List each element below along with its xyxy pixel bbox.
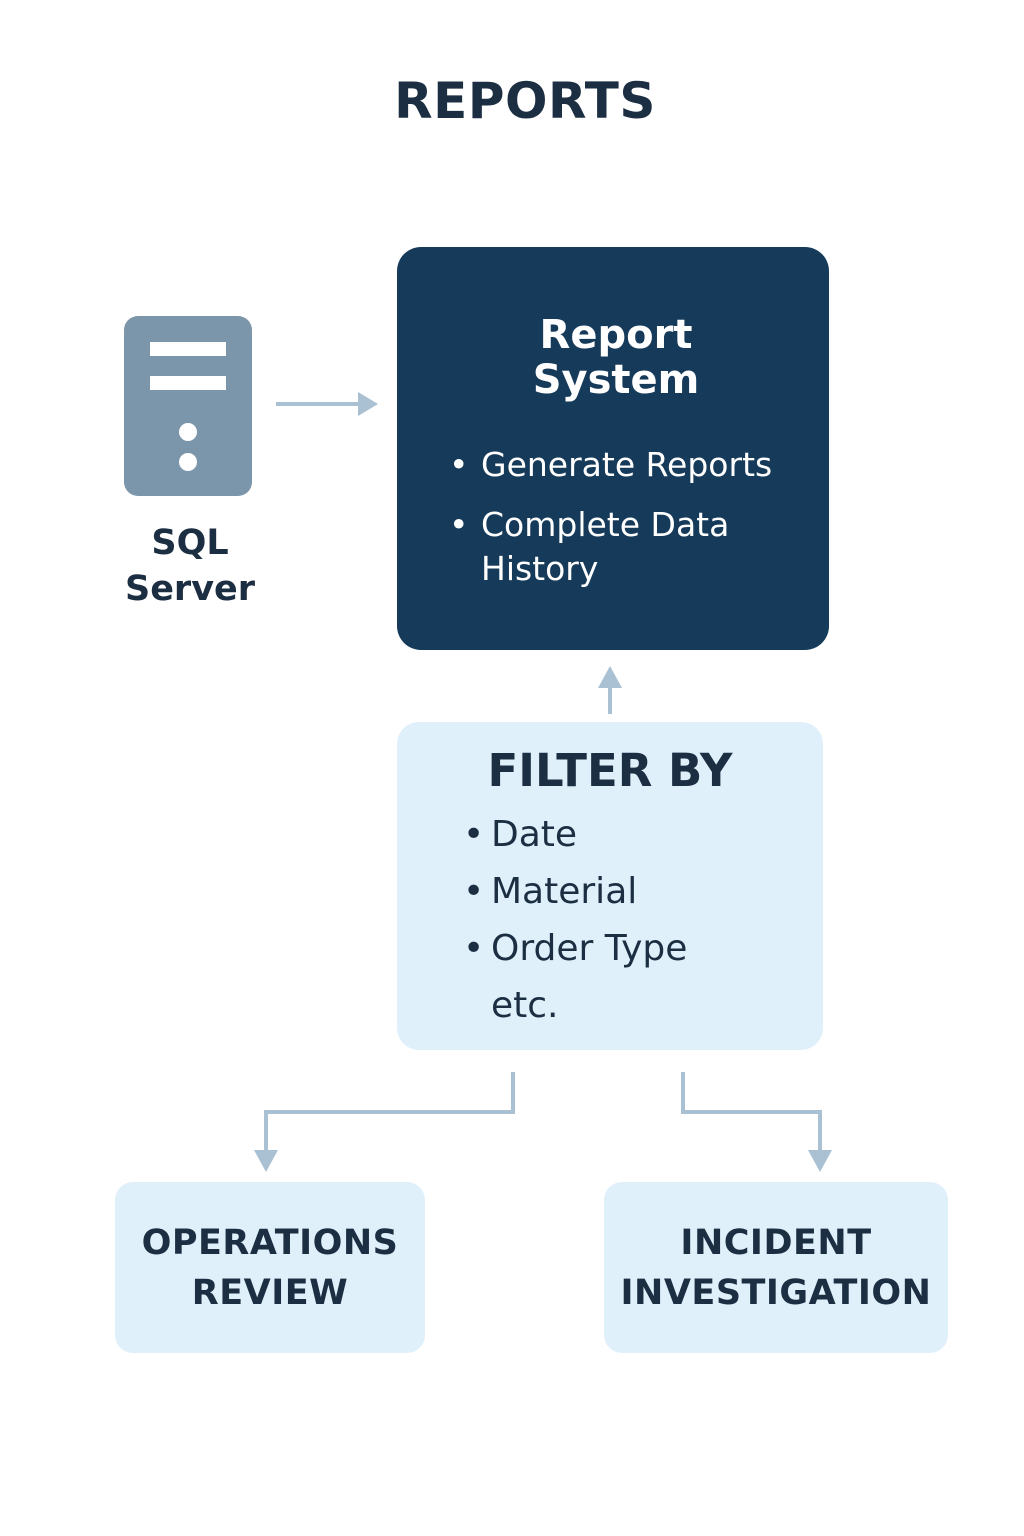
filter-item-date: Date xyxy=(463,806,793,863)
sql-server-label-line: Server xyxy=(124,569,256,609)
report-system-title-line: System xyxy=(532,357,700,403)
sql-server-label-line: SQL xyxy=(151,523,229,563)
report-bullet-complete-data-history: Complete Data History xyxy=(449,503,809,591)
incident-investigation-line: INVESTIGATION xyxy=(620,1272,932,1313)
report-system-title: Report System xyxy=(397,313,835,403)
filter-by-title: FILTER BY xyxy=(487,744,733,797)
report-bullet-line: Complete Data xyxy=(481,505,730,544)
filter-item-order-type: Order Type xyxy=(463,920,793,977)
operations-review-box: OPERATIONS REVIEW xyxy=(115,1182,425,1353)
operations-review-label: OPERATIONS REVIEW xyxy=(142,1218,399,1318)
report-bullet-line: History xyxy=(481,549,599,588)
incident-investigation-label: INCIDENT INVESTIGATION xyxy=(621,1218,932,1318)
report-bullet-generate-reports: Generate Reports xyxy=(449,443,809,487)
report-system-bullets: Generate Reports Complete Data History xyxy=(449,443,809,607)
report-system-title-line: Report xyxy=(539,312,693,358)
filter-by-box: FILTER BY Date Material Order Type etc. xyxy=(397,722,823,1050)
arrow-filter-to-report xyxy=(598,666,622,714)
arrow-filter-to-incident xyxy=(681,1072,832,1172)
report-system-box: Report System Generate Reports Complete … xyxy=(397,247,829,650)
sql-server-label: SQL Server xyxy=(110,520,270,612)
arrow-server-to-report xyxy=(276,392,378,416)
operations-review-line: OPERATIONS xyxy=(141,1222,399,1263)
report-bullet-line: Generate Reports xyxy=(481,445,773,484)
arrow-filter-to-operations xyxy=(254,1072,515,1172)
incident-investigation-line: INCIDENT xyxy=(680,1222,872,1263)
incident-investigation-box: INCIDENT INVESTIGATION xyxy=(604,1182,948,1353)
filter-item-material: Material xyxy=(463,863,793,920)
diagram-title: REPORTS xyxy=(394,72,656,130)
filter-item-etc: etc. xyxy=(491,985,559,1026)
filter-by-list: Date Material Order Type etc. xyxy=(463,806,793,1034)
operations-review-line: REVIEW xyxy=(191,1272,349,1313)
server-icon xyxy=(124,316,252,496)
